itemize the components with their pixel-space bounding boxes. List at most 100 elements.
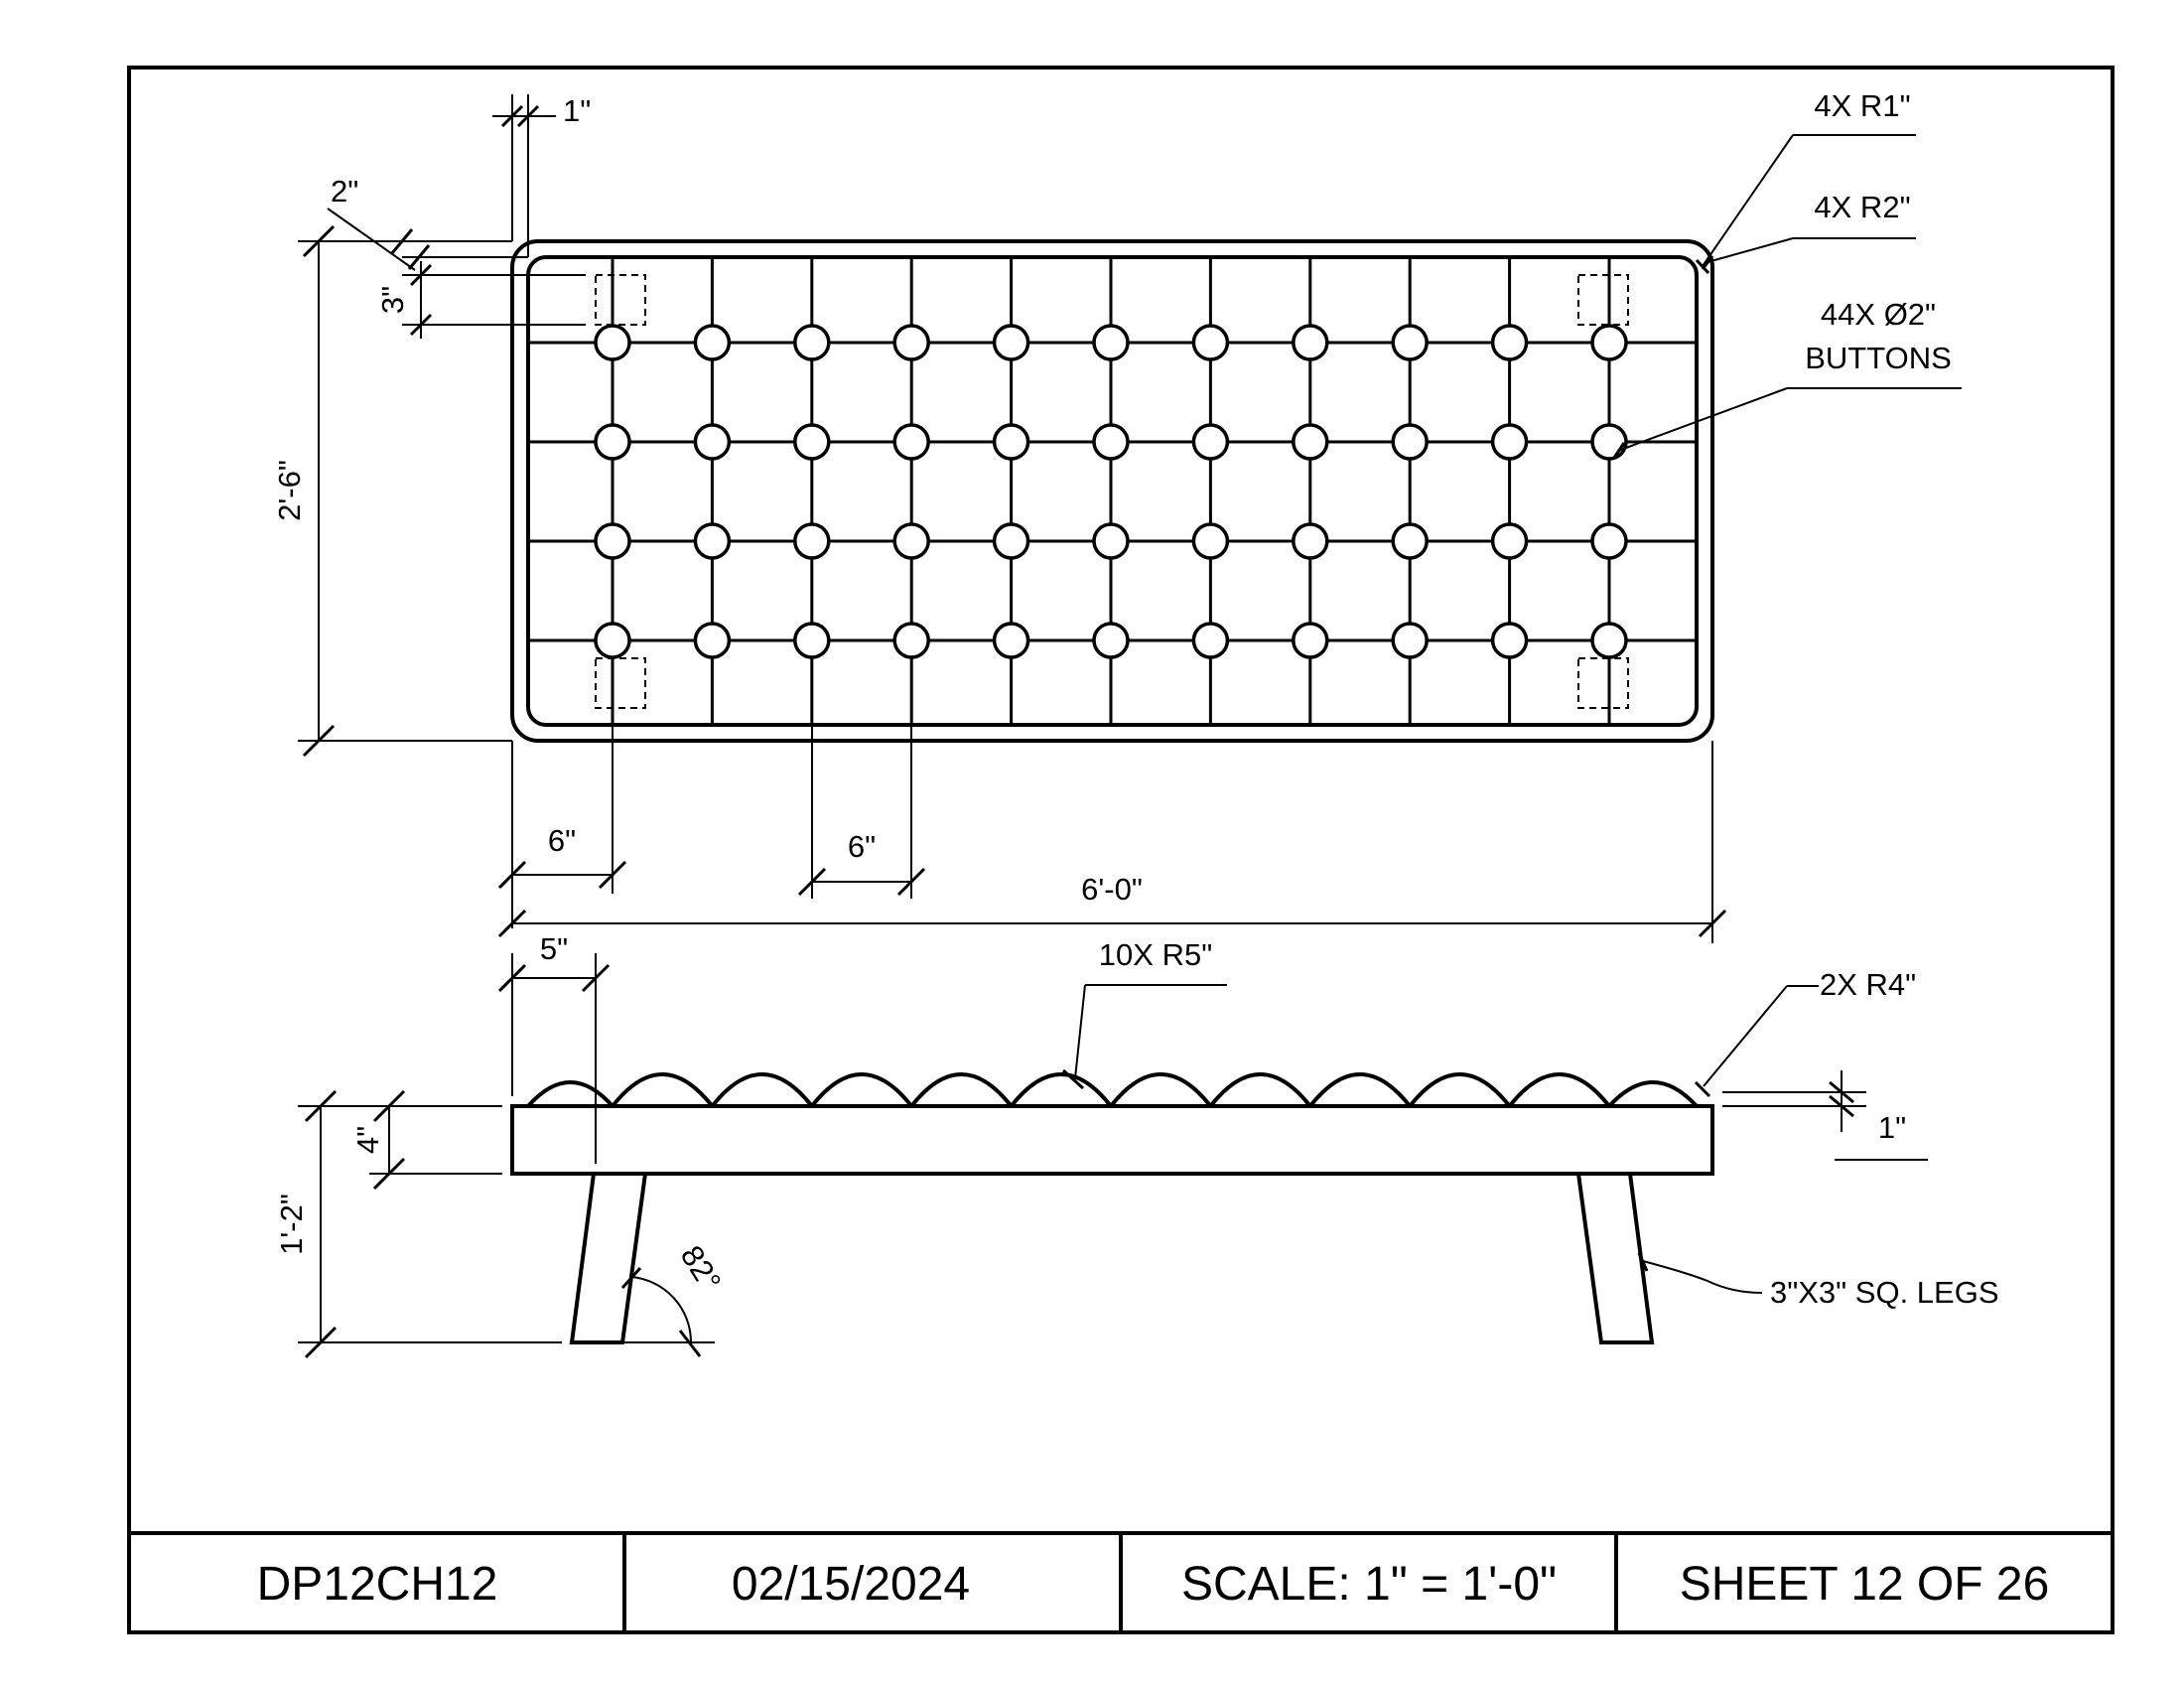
tuft-button [1292, 622, 1329, 659]
cushion-arc [1408, 1072, 1512, 1108]
callout-buttons-label-line1: 44X Ø2" [1821, 297, 1936, 332]
side-view: 5" 1'-2" 4" 1" [274, 931, 1999, 1359]
tuft-button [1191, 522, 1230, 560]
tuft-button [1191, 423, 1230, 461]
tuft-button [1092, 522, 1130, 560]
leg-left [569, 1172, 648, 1344]
dim-height-label: 1'-2" [274, 1194, 309, 1255]
dim-length: 6'-0" [497, 741, 1727, 943]
cushion-arc [1010, 1072, 1113, 1108]
cushion-arcs [526, 1072, 1699, 1108]
hidden-leg-bottom-left [595, 657, 646, 709]
tuft-button [1391, 522, 1429, 560]
callout-cushion-arcs-label: 10X R5" [1099, 937, 1212, 972]
tuft-button [992, 423, 1030, 461]
tuft-button [793, 522, 831, 560]
callout-outer-radius: 4X R1" [1695, 88, 1916, 275]
dim-cushion-height: 1" [1722, 1070, 1928, 1161]
tuft-button [1292, 522, 1329, 560]
leg-right [1575, 1172, 1655, 1344]
callout-buttons: 44X Ø2" BUTTONS [1612, 297, 1962, 459]
tuft-button [892, 423, 930, 461]
tuft-button [594, 622, 631, 659]
tuft-button [1092, 423, 1130, 461]
tuft-button [992, 522, 1030, 560]
callout-cushion-arcs: 10X R5" [1061, 937, 1227, 1090]
tuft-button [594, 423, 631, 461]
tuft-button [892, 522, 930, 560]
callout-inner-radius: 4X R2" [1701, 190, 1916, 270]
dim-seat-thickness: 4" [350, 1089, 502, 1191]
tuft-button [1490, 522, 1529, 560]
callout-end-arcs: 2X R4" [1694, 967, 1916, 1098]
tuft-button [1590, 622, 1628, 659]
title-drawing-number: DP12CH12 [257, 1558, 498, 1611]
dim-arc-start: 5" [497, 931, 611, 1164]
tuft-button [1490, 324, 1529, 361]
tuft-button [1191, 622, 1230, 659]
dim-wall-thickness: 1" [492, 93, 591, 257]
hidden-leg-top-right [1577, 274, 1629, 326]
tuft-button [1292, 423, 1329, 461]
tuft-button [693, 324, 732, 361]
dim-col-offset-label: 6" [548, 823, 576, 858]
sheet-border [127, 66, 2115, 1634]
tuft-button [892, 324, 930, 361]
tuft-button [1391, 622, 1429, 659]
dim-leg-angle-label: 82° [674, 1239, 729, 1297]
title-date: 02/15/2024 [732, 1558, 970, 1611]
hidden-leg-top-left [595, 274, 646, 326]
top-view-outer-outline [510, 239, 1714, 743]
callout-outer-radius-label: 4X R1" [1814, 88, 1910, 123]
cushion-arc [1508, 1072, 1611, 1108]
cushion-arc [909, 1072, 1014, 1108]
tuft-button [1391, 324, 1429, 361]
tuft-button [1490, 423, 1529, 461]
dim-row-offset-label: 3" [375, 286, 410, 314]
dim-depth: 2'-6" [272, 224, 512, 758]
cushion-arc [1208, 1072, 1312, 1108]
tuft-button [1590, 324, 1628, 361]
tuft-button [1292, 324, 1329, 361]
top-view: 1" 2" 3" 2'-6" [272, 88, 1962, 943]
tuft-button [1191, 324, 1230, 361]
title-block: DP12CH12 02/15/2024 SCALE: 1" = 1'-0" SH… [257, 1558, 2050, 1611]
dim-edge-offset-label: 2" [331, 174, 358, 209]
callout-legs-label: 3"X3" SQ. LEGS [1770, 1275, 1999, 1310]
tuft-button [1092, 324, 1130, 361]
tuft-button [992, 622, 1030, 659]
tuft-button [992, 324, 1030, 361]
dim-wall-thickness-label: 1" [563, 93, 591, 128]
tufting-grid [528, 257, 1697, 725]
dim-col-offset: 6" [497, 708, 627, 928]
tuft-button [1590, 423, 1628, 461]
dim-height: 1'-2" [274, 1089, 562, 1359]
callout-legs: 3"X3" SQ. LEGS [1637, 1252, 1999, 1310]
cushion-arc [1308, 1072, 1412, 1108]
title-sheet: SHEET 12 OF 26 [1680, 1558, 2050, 1611]
tuft-button [594, 522, 631, 560]
dim-row-offset: 3" [375, 261, 586, 339]
title-scale: SCALE: 1" = 1'-0" [1181, 1558, 1557, 1611]
dim-col-spacing-label: 6" [848, 829, 876, 864]
tuft-button [693, 522, 732, 560]
dim-length-label: 6'-0" [1081, 872, 1143, 907]
cushion-arc [526, 1080, 614, 1108]
dim-seat-thickness-label: 4" [350, 1126, 385, 1154]
tuft-button [793, 324, 831, 361]
dim-cushion-height-label: 1" [1878, 1110, 1906, 1145]
cushion-arc [611, 1072, 714, 1108]
tuft-button [892, 622, 930, 659]
tuft-button [793, 423, 831, 461]
cushion-arc [710, 1072, 814, 1108]
tuft-button [693, 423, 732, 461]
tuft-button [1092, 622, 1130, 659]
tuft-button [594, 324, 631, 361]
dim-depth-label: 2'-6" [272, 460, 307, 521]
cushion-arc [810, 1072, 913, 1108]
tuft-button [693, 622, 732, 659]
callout-buttons-label-line2: BUTTONS [1805, 341, 1952, 375]
dim-edge-offset: 2" [298, 174, 528, 271]
callout-inner-radius-label: 4X R2" [1814, 190, 1910, 224]
